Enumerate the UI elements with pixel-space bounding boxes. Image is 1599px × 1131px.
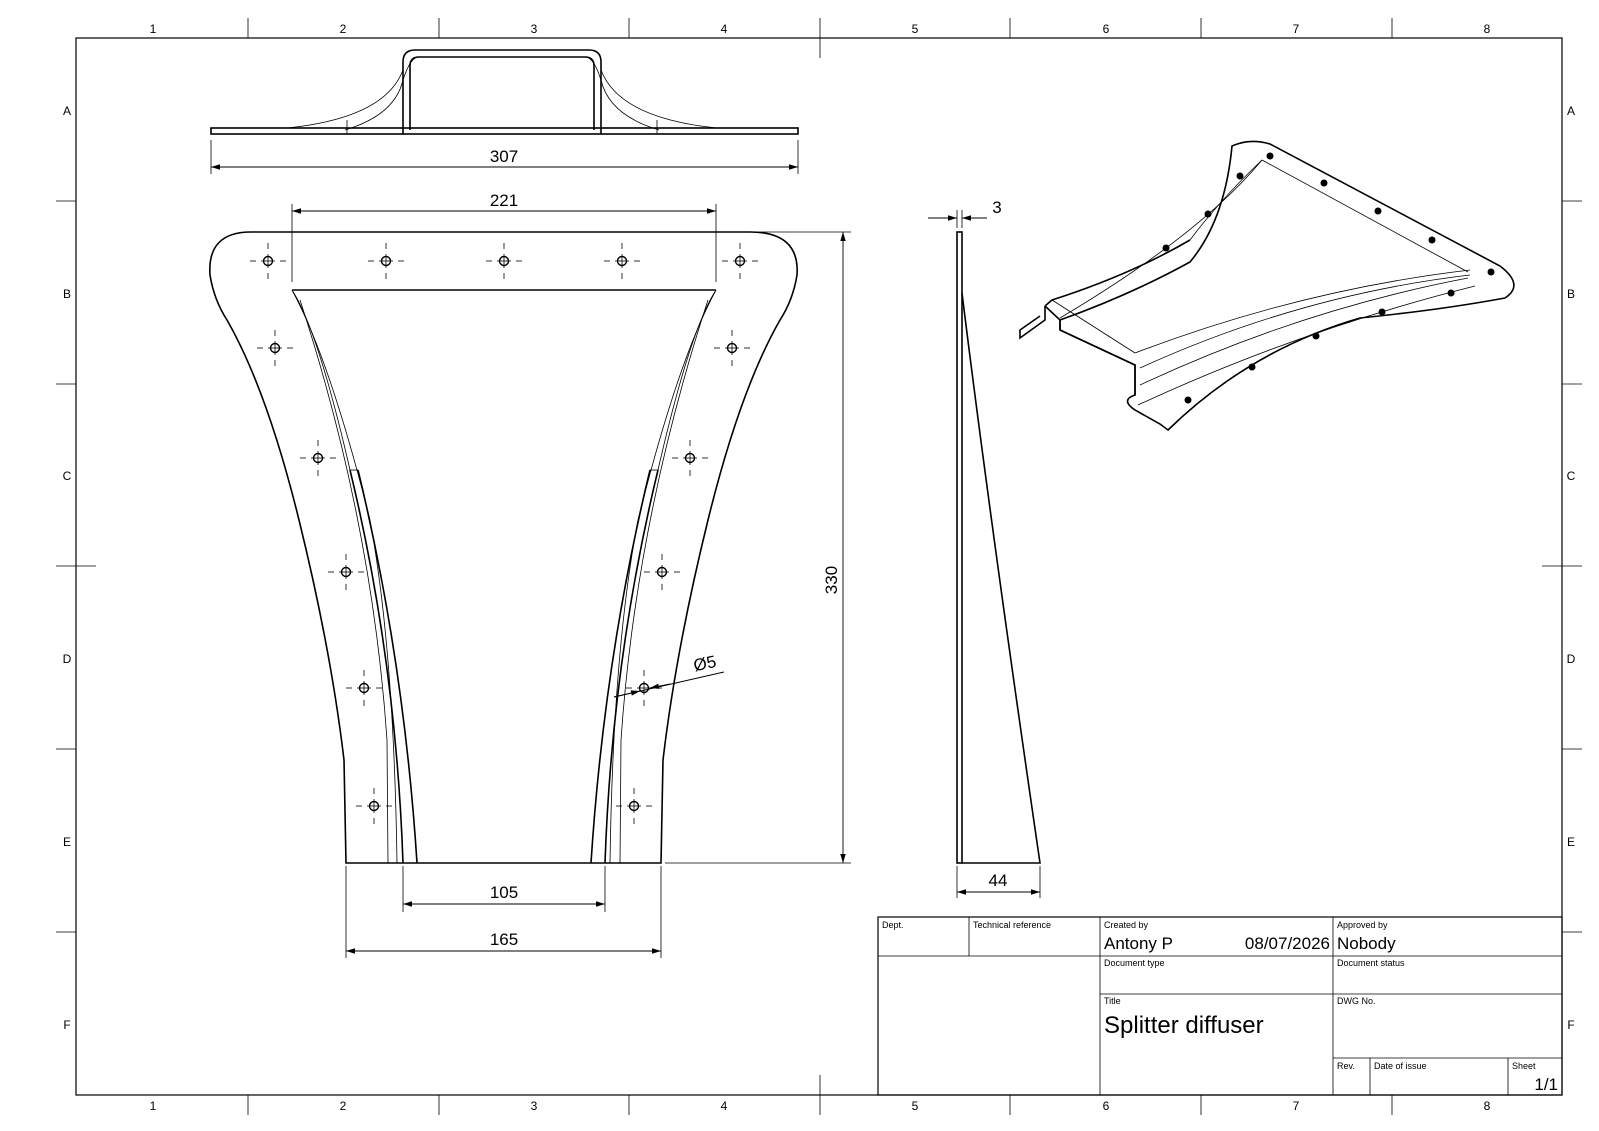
grid-col-6-top: 6 <box>1103 22 1110 36</box>
grid-col-6-bottom: 6 <box>1103 1099 1110 1113</box>
tech-ref-label: Technical reference <box>973 920 1051 930</box>
dimension-44-label: 44 <box>989 871 1008 890</box>
title-value: Splitter diffuser <box>1104 1012 1264 1039</box>
document-type-label: Document type <box>1104 958 1165 968</box>
grid-col-7-bottom: 7 <box>1293 1099 1300 1113</box>
iso-holes <box>1162 152 1495 404</box>
dimension-307: 307 <box>210 140 799 174</box>
grid-col-5-top: 5 <box>912 22 919 36</box>
approved-by-value: Nobody <box>1337 934 1396 953</box>
dept-label: Dept. <box>882 920 904 930</box>
sheet-value: 1/1 <box>1534 1075 1558 1094</box>
grid-col-1-bottom: 1 <box>150 1099 157 1113</box>
grid-col-1-top: 1 <box>150 22 157 36</box>
dimension-330-label: 330 <box>822 566 841 594</box>
grid-col-2-top: 2 <box>340 22 347 36</box>
rev-label: Rev. <box>1337 1061 1355 1071</box>
created-by-label: Created by <box>1104 920 1149 930</box>
grid-column-labels: 1 2 3 4 5 6 7 8 1 2 3 4 5 6 7 8 <box>150 22 1491 1113</box>
grid-row-f-left: F <box>63 1018 70 1032</box>
dimension-221: 221 <box>291 191 717 282</box>
grid-row-f-right: F <box>1567 1018 1574 1032</box>
grid-row-e-right: E <box>1567 835 1575 849</box>
dimension-221-label: 221 <box>490 191 518 210</box>
grid-col-5-bottom: 5 <box>912 1099 919 1113</box>
grid-row-d-right: D <box>1567 652 1576 666</box>
dwg-no-label: DWG No. <box>1337 996 1376 1006</box>
sheet-label: Sheet <box>1512 1061 1536 1071</box>
grid-row-c-left: C <box>63 469 72 483</box>
grid-row-c-right: C <box>1567 469 1576 483</box>
grid-row-e-left: E <box>63 835 71 849</box>
created-date-value: 08/07/2026 <box>1245 934 1330 953</box>
grid-row-labels: A B C D E F A B C D E F <box>63 104 1576 1032</box>
grid-col-4-top: 4 <box>721 22 728 36</box>
grid-col-2-bottom: 2 <box>340 1099 347 1113</box>
title-label: Title <box>1104 996 1121 1006</box>
dimension-hole-diameter: Ø5 <box>613 652 725 698</box>
date-of-issue-label: Date of issue <box>1374 1061 1427 1071</box>
dimension-3-label: 3 <box>992 198 1001 217</box>
grid-row-d-left: D <box>63 652 72 666</box>
grid-row-b-right: B <box>1567 287 1575 301</box>
grid-row-b-left: B <box>63 287 71 301</box>
dimension-105-label: 105 <box>490 883 518 902</box>
document-status-label: Document status <box>1337 958 1405 968</box>
grid-col-8-bottom: 8 <box>1484 1099 1491 1113</box>
top-view <box>210 49 799 135</box>
grid-row-ticks <box>56 200 1582 933</box>
dimension-165-label: 165 <box>490 930 518 949</box>
side-view <box>956 231 1041 864</box>
front-view <box>209 231 798 864</box>
created-by-value: Antony P <box>1104 934 1173 953</box>
grid-col-3-top: 3 <box>531 22 538 36</box>
approved-by-label: Approved by <box>1337 920 1388 930</box>
title-block: Dept. Technical reference Created by Ant… <box>877 916 1563 1096</box>
grid-col-7-top: 7 <box>1293 22 1300 36</box>
grid-column-ticks <box>247 18 1393 1115</box>
dimension-307-label: 307 <box>490 147 518 166</box>
isometric-view <box>1019 140 1515 432</box>
dimension-330: 330 <box>665 231 851 864</box>
dimension-hole-diameter-label: Ø5 <box>692 652 718 675</box>
mounting-holes <box>249 242 759 825</box>
grid-col-3-bottom: 3 <box>531 1099 538 1113</box>
grid-col-4-bottom: 4 <box>721 1099 728 1113</box>
dimension-165: 165 <box>345 866 662 958</box>
grid-row-a-right: A <box>1567 104 1575 118</box>
dimension-3: 3 <box>928 198 1002 228</box>
dimension-44: 44 <box>956 866 1041 898</box>
dimension-105: 105 <box>402 866 606 912</box>
drawing-border <box>75 37 1563 1096</box>
grid-col-8-top: 8 <box>1484 22 1491 36</box>
grid-row-a-left: A <box>63 104 71 118</box>
